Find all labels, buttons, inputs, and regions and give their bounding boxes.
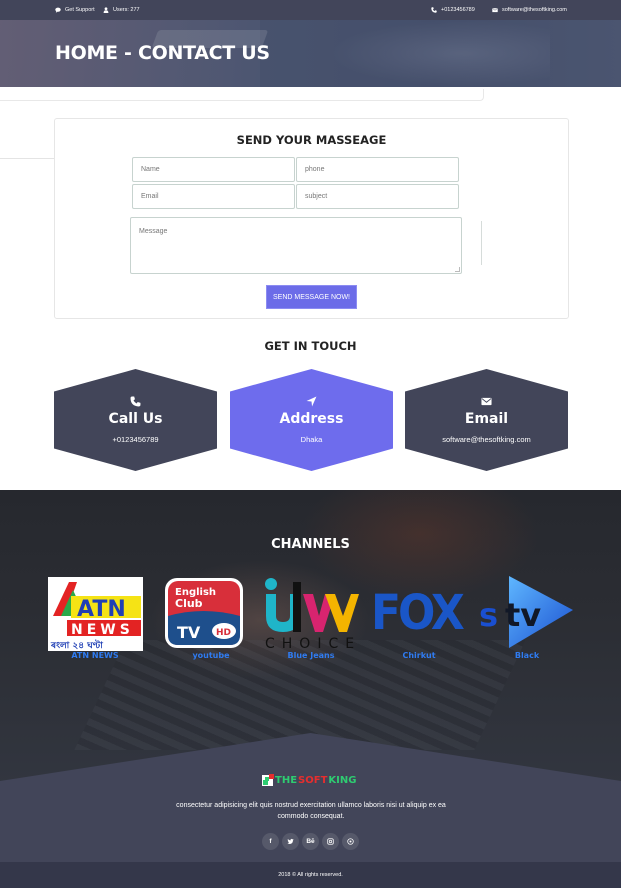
decorative-divider (0, 89, 484, 101)
top-bar: Get Support Users: 277 +0123456789 softw… (0, 0, 621, 20)
channel-label: Blue Jeans (287, 651, 335, 660)
facebook-icon: f (269, 838, 272, 845)
channel-label: Black (514, 651, 540, 660)
svg-text:ATN: ATN (77, 597, 126, 622)
contact-form: SEND YOUR MASSEAGE Name phone Email subj… (54, 118, 569, 319)
channels-title: CHANNELS (271, 537, 350, 552)
email-card: Email software@thesoftking.com (405, 369, 568, 471)
send-message-button[interactable]: SEND MESSAGE NOW! (266, 285, 357, 309)
users-label: Users: 277 (113, 7, 140, 13)
envelope-icon (492, 8, 498, 13)
users-count: Users: 277 (103, 7, 140, 13)
atn-news-logo: ATN NEWS ৰংলা ২৪ ঘণ্টা (48, 577, 143, 651)
twitter-button[interactable] (282, 833, 299, 850)
stv-logo: s tv (479, 576, 573, 648)
svg-text:NEWS: NEWS (71, 622, 134, 638)
copyright-text: 2018 © All rights reserved. (278, 872, 343, 878)
envelope-icon (481, 397, 492, 406)
channel-stv[interactable]: s tv Black (479, 576, 575, 664)
topbar-email[interactable]: software@thesoftking.com (492, 7, 567, 13)
english-club-tv-logo: English Club TV HD (165, 578, 243, 648)
message-placeholder: Message (139, 228, 168, 235)
svg-text:ৰংলা ২৪ ঘণ্টা: ৰংলা ২৪ ঘণ্টা (50, 638, 103, 651)
message-textarea[interactable]: Message (130, 217, 462, 274)
topbar-phone[interactable]: +0123456789 (431, 7, 475, 13)
brand-soft: SOFT (298, 774, 328, 786)
svg-text:tv: tv (505, 596, 541, 634)
channel-atn-news[interactable]: ATN NEWS ৰংলা ২৪ ঘণ্টা ATN NEWS (47, 576, 143, 664)
svg-text:English: English (175, 587, 216, 598)
name-input[interactable]: Name (132, 157, 295, 182)
banner-background-hand (330, 20, 550, 87)
banner-background (0, 20, 260, 87)
user-icon (103, 7, 109, 13)
footer-description: consectetur adipisicing elit quis nostru… (176, 802, 446, 820)
channel-label: Chirkut (402, 651, 436, 660)
comment-icon (55, 7, 61, 13)
email-input[interactable]: Email (132, 184, 295, 209)
topbar-phone-text: +0123456789 (441, 7, 475, 13)
get-support-label: Get Support (65, 7, 95, 13)
page-title: HOME - CONTACT US (55, 42, 270, 64)
call-us-card: Call Us +0123456789 (54, 369, 217, 471)
itv-choice-logo: CHOICE (265, 578, 359, 651)
instagram-button[interactable] (322, 833, 339, 850)
card-title: Call Us (108, 411, 163, 427)
svg-text:TV: TV (177, 623, 201, 642)
svg-text:s: s (479, 596, 498, 634)
email-placeholder: Email (141, 193, 159, 200)
channel-label: ATN NEWS (71, 651, 119, 660)
copyright-bar: 2018 © All rights reserved. (0, 862, 621, 888)
brand-the: THE (275, 774, 298, 786)
card-title: Address (279, 411, 344, 427)
svg-text:Club: Club (175, 597, 203, 610)
decorative-vertical-bar (481, 221, 482, 265)
instagram-icon (327, 838, 334, 845)
card-value: Dhaka (300, 435, 323, 444)
card-title: Email (464, 411, 509, 427)
subject-placeholder: subject (305, 193, 328, 200)
banner-overlay (0, 20, 621, 87)
decorative-divider-left (0, 158, 55, 159)
channels-background (300, 490, 540, 600)
svg-text:CHOICE: CHOICE (265, 636, 359, 651)
fox-logo: FOX (371, 584, 467, 641)
name-placeholder: Name (141, 166, 160, 173)
subject-input[interactable]: subject (296, 184, 459, 209)
channel-itv-choice[interactable]: CHOICE Blue Jeans (263, 576, 359, 664)
address-card: Address Dhaka (230, 369, 393, 471)
social-links: f Bē (262, 833, 359, 850)
phone-icon (431, 7, 437, 13)
card-value: +0123456789 (112, 435, 159, 444)
card-value: software@thesoftking.com (442, 435, 531, 444)
page-banner: HOME - CONTACT US (0, 20, 621, 87)
get-support-link[interactable]: Get Support (55, 7, 95, 13)
channels-section: CHANNELS ATN NEWS ৰংলা ২৪ ঘণ্টা ATN NEWS… (0, 490, 621, 790)
topbar-email-text: software@thesoftking.com (502, 7, 567, 13)
svg-text:FOX: FOX (371, 584, 464, 641)
brand-king: KING (328, 774, 357, 786)
location-arrow-icon (306, 396, 317, 407)
get-in-touch-title: GET IN TOUCH (264, 339, 357, 353)
resize-handle[interactable] (455, 267, 460, 272)
behance-button[interactable]: Bē (302, 833, 319, 850)
facebook-button[interactable]: f (262, 833, 279, 850)
svg-text:HD: HD (216, 628, 231, 638)
form-title: SEND YOUR MASSEAGE (236, 133, 387, 147)
twitter-icon (287, 838, 294, 844)
dribbble-button[interactable] (342, 833, 359, 850)
behance-icon: Bē (306, 838, 315, 845)
thesoftking-logo-mark (262, 774, 274, 786)
dribbble-icon (347, 838, 354, 845)
phone-placeholder: phone (305, 166, 325, 173)
phone-icon (130, 396, 141, 407)
phone-input[interactable]: phone (296, 157, 459, 182)
channel-fox[interactable]: FOX Chirkut (371, 576, 467, 664)
channel-english-club-tv[interactable]: English Club TV HD youtube (163, 576, 259, 664)
channel-label: youtube (192, 651, 230, 660)
